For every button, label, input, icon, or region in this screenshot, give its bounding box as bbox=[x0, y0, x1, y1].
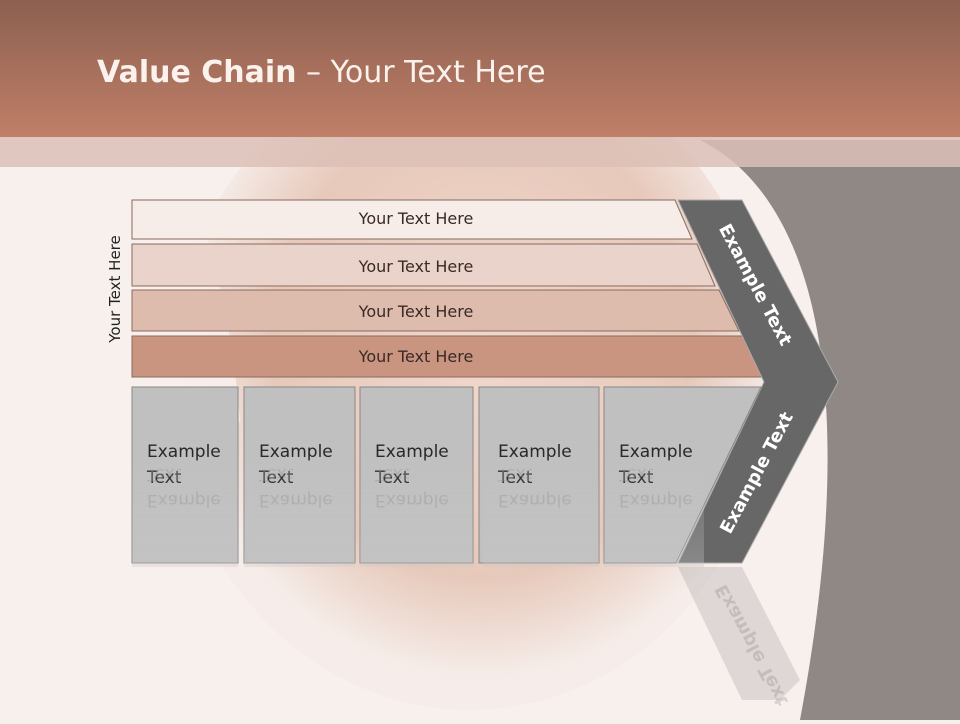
slide-title-bold: Value Chain bbox=[97, 55, 297, 90]
chevron-arrow bbox=[677, 199, 839, 564]
row-label-2: Your Text Here bbox=[358, 257, 474, 276]
row-bar-1 bbox=[131, 199, 693, 240]
row-label-1: Your Text Here bbox=[358, 209, 474, 228]
row-label-4: Your Text Here bbox=[358, 347, 474, 366]
title-bar-band bbox=[0, 137, 960, 167]
column-box-2 bbox=[243, 386, 356, 564]
chevron-reflection bbox=[678, 567, 800, 700]
row-bar-2 bbox=[131, 243, 716, 287]
slide-title: Value Chain – Your Text Here bbox=[97, 55, 546, 90]
row-bar-3 bbox=[131, 289, 740, 332]
slide-title-rest: – Your Text Here bbox=[296, 55, 546, 90]
column-box-1 bbox=[131, 386, 239, 564]
title-bar bbox=[0, 0, 960, 137]
column-box-3 bbox=[359, 386, 474, 564]
row-label-3: Your Text Here bbox=[358, 302, 474, 321]
column-box-5 bbox=[603, 386, 762, 564]
column-box-4 bbox=[478, 386, 600, 564]
